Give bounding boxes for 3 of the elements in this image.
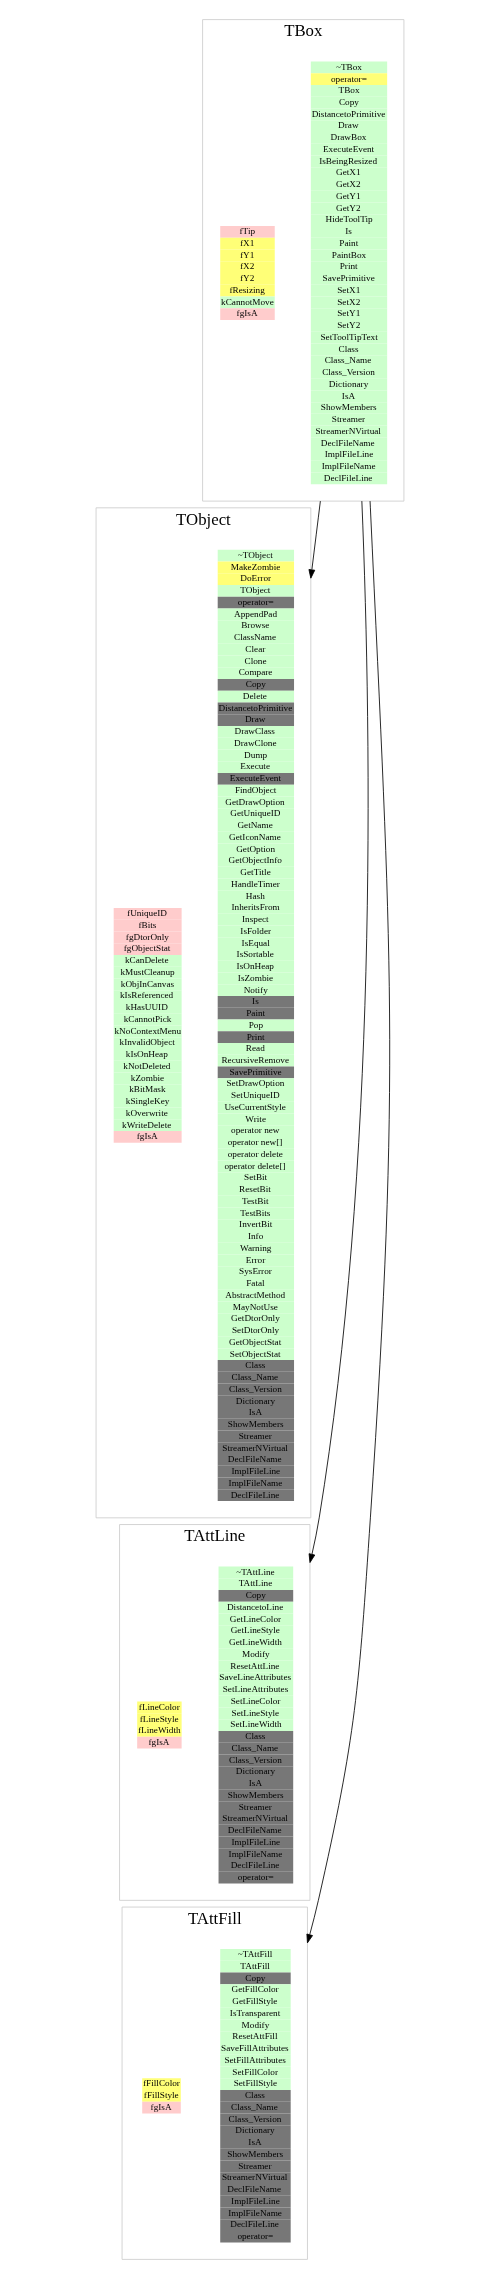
arrow: [308, 500, 321, 579]
arrow: [308, 500, 369, 1563]
arrow: [305, 500, 390, 1944]
